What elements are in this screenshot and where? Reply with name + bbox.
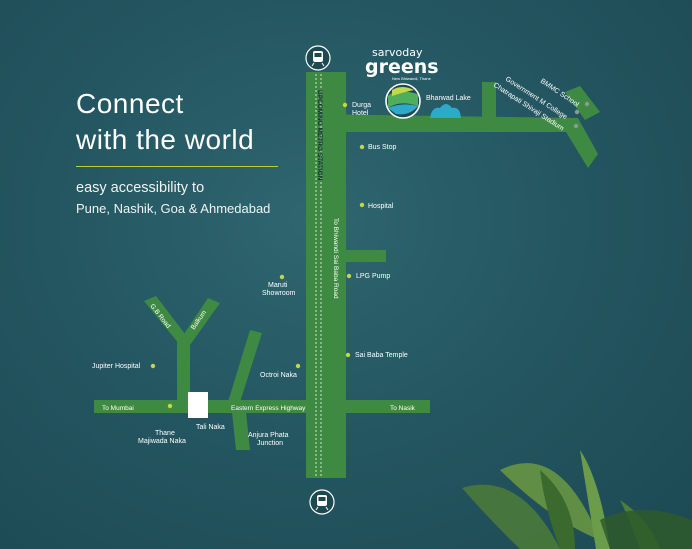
headline-divider [76, 166, 278, 167]
label-to-nasik: To Nasik [390, 405, 416, 412]
headline-title-line1: Connect [76, 88, 184, 119]
marker-lpg-pump [346, 273, 352, 279]
label-durga-line1: Durga [352, 102, 371, 109]
road-connector-lake [482, 82, 496, 126]
marker-govt-college [574, 109, 580, 115]
label-thane-line2: Majiwada Naka [138, 438, 186, 445]
gb-road-trunk [177, 340, 190, 402]
metro-train-icon [309, 489, 335, 515]
label-to-bhiwandi: To Bhiwandi Sai Baba Road [332, 218, 339, 299]
label-tali-naka: Tali Naka [196, 424, 225, 431]
label-eastern-express-highway: Eastern Express Highway [231, 405, 306, 412]
label-durga-line2: Hotel [352, 110, 369, 117]
marker-octroi [295, 363, 301, 369]
road-spur-lpg [346, 250, 386, 262]
headline-tagline: easy accessibility to [76, 180, 205, 196]
brand-location: New Bhiwandi, Thane [392, 76, 432, 81]
metro-train-icon [305, 45, 331, 71]
tali-naka-junction [188, 392, 208, 418]
label-anjura-line2: Junction [257, 440, 283, 447]
marker-stadium [573, 123, 579, 129]
label-thane-line1: Thane [155, 430, 175, 437]
marker-mumbai-junction [167, 403, 173, 409]
headline-destinations: Pune, Nashik, Goa & Ahmedabad [76, 201, 271, 216]
brand-name-top: sarvoday [372, 46, 423, 59]
road-connector-stadium [565, 86, 600, 120]
leaf-decoration [462, 450, 692, 549]
lake-icon [430, 104, 461, 118]
balkum-road [180, 298, 220, 345]
road-network [94, 72, 600, 478]
marker-bus-stop [359, 144, 365, 150]
road-top-east [306, 114, 598, 168]
landmark-markers [150, 102, 365, 409]
label-anjura-line1: Anjura Phata [248, 432, 289, 439]
eastern-express-highway [94, 400, 430, 413]
marker-maruti [279, 274, 285, 280]
label-upcoming-metro: UPCOMING METRO STATION [316, 90, 323, 181]
label-maruti-line2: Showroom [262, 290, 296, 297]
label-lpg-pump: LPG Pump [356, 273, 390, 280]
label-hospital: Hospital [368, 203, 394, 210]
label-maruti-line1: Maruti [268, 282, 288, 289]
label-jupiter: Jupiter Hospital [92, 363, 141, 370]
marker-sai-baba [345, 352, 351, 358]
marker-jupiter [150, 363, 156, 369]
headline-title-line2: with the world [76, 124, 255, 155]
brand-name-main: greens [365, 56, 439, 78]
road-octroi [228, 330, 262, 402]
brand-logo: sarvoday greens New Bhiwandi, Thane [365, 46, 439, 119]
metro-road [306, 72, 346, 478]
label-bharwad-lake: Bharwad Lake [426, 95, 471, 102]
landmark-markers-grey [573, 101, 590, 129]
label-octroi: Octroi Naka [260, 372, 297, 379]
label-to-mumbai: To Mumbai [102, 405, 134, 412]
marker-durga-hotel [342, 102, 348, 108]
gb-road [144, 296, 188, 345]
label-sai-baba: Sai Baba Temple [355, 352, 408, 359]
marker-hospital [359, 202, 365, 208]
label-bus-stop: Bus Stop [368, 144, 397, 151]
road-anjura [232, 412, 250, 450]
marker-bmmc [584, 101, 590, 107]
